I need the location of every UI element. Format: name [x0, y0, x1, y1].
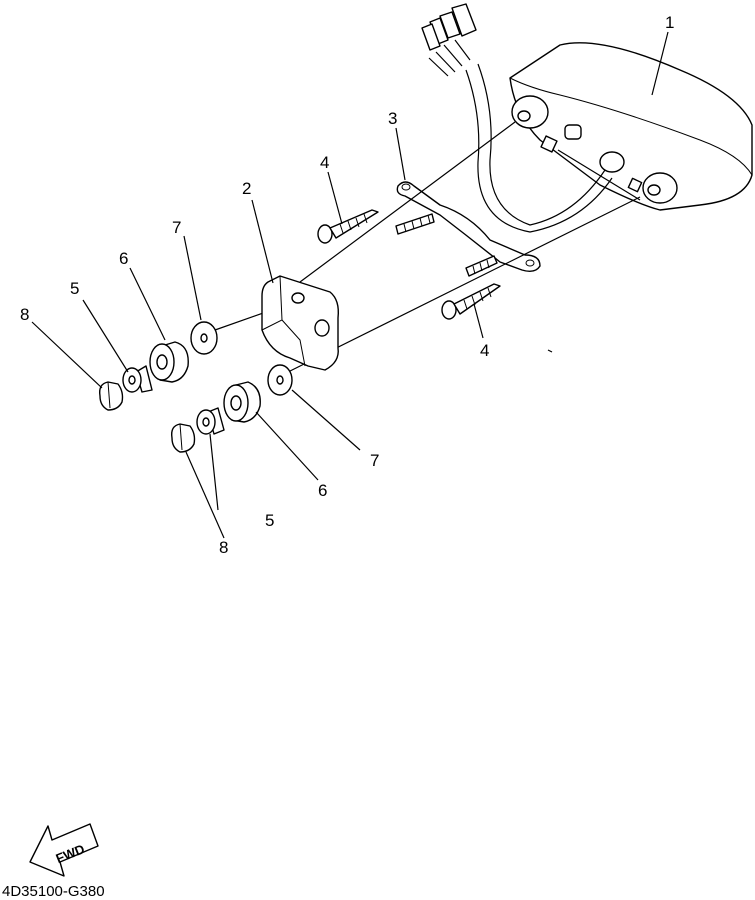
- part-5-collar-upper: [122, 365, 153, 393]
- threaded-stud-upper: [395, 213, 435, 235]
- part-6-grommet-upper: [149, 341, 189, 383]
- fwd-arrow-icon: FWD: [29, 823, 99, 877]
- part-4-screw-lower: [441, 283, 501, 320]
- stray-mark: [547, 349, 553, 353]
- callout-labels: 1 2 3 4 4 5 5 6 6 7 7 8 8: [20, 13, 674, 557]
- callout-7-upper: 7: [172, 218, 181, 237]
- callout-8-lower: 8: [219, 538, 228, 557]
- callout-2: 2: [242, 179, 251, 198]
- assembly-axis-lines: [214, 121, 641, 376]
- threaded-stud-lower: [465, 255, 498, 277]
- callout-3: 3: [388, 109, 397, 128]
- part-6-grommet-lower: [223, 381, 261, 423]
- drawing-code: 4D35100-G380: [2, 883, 105, 900]
- callout-4-lower: 4: [480, 341, 489, 360]
- part-3-bracket: [396, 181, 541, 273]
- part-7-washer-lower: [267, 364, 293, 396]
- callout-5-lower: 5: [265, 511, 274, 530]
- part-7-washer-upper: [190, 321, 218, 355]
- callout-5-upper: 5: [70, 279, 79, 298]
- callout-6-upper: 6: [119, 249, 128, 268]
- leader-lines: [31, 31, 669, 539]
- part-8-nut-lower: [170, 423, 196, 453]
- callout-4-upper: 4: [320, 153, 329, 172]
- part-5-collar-lower: [196, 407, 225, 435]
- part-8-nut-upper: [98, 381, 124, 411]
- part-2-mount: [261, 275, 340, 371]
- wire-harness: [421, 3, 613, 233]
- callout-7-lower: 7: [370, 451, 379, 470]
- part-4-screw-upper: [317, 209, 379, 244]
- callout-8-upper: 8: [20, 305, 29, 324]
- callout-1: 1: [665, 13, 674, 32]
- part-1-tail-light: [509, 42, 753, 211]
- callout-6-lower: 6: [318, 481, 327, 500]
